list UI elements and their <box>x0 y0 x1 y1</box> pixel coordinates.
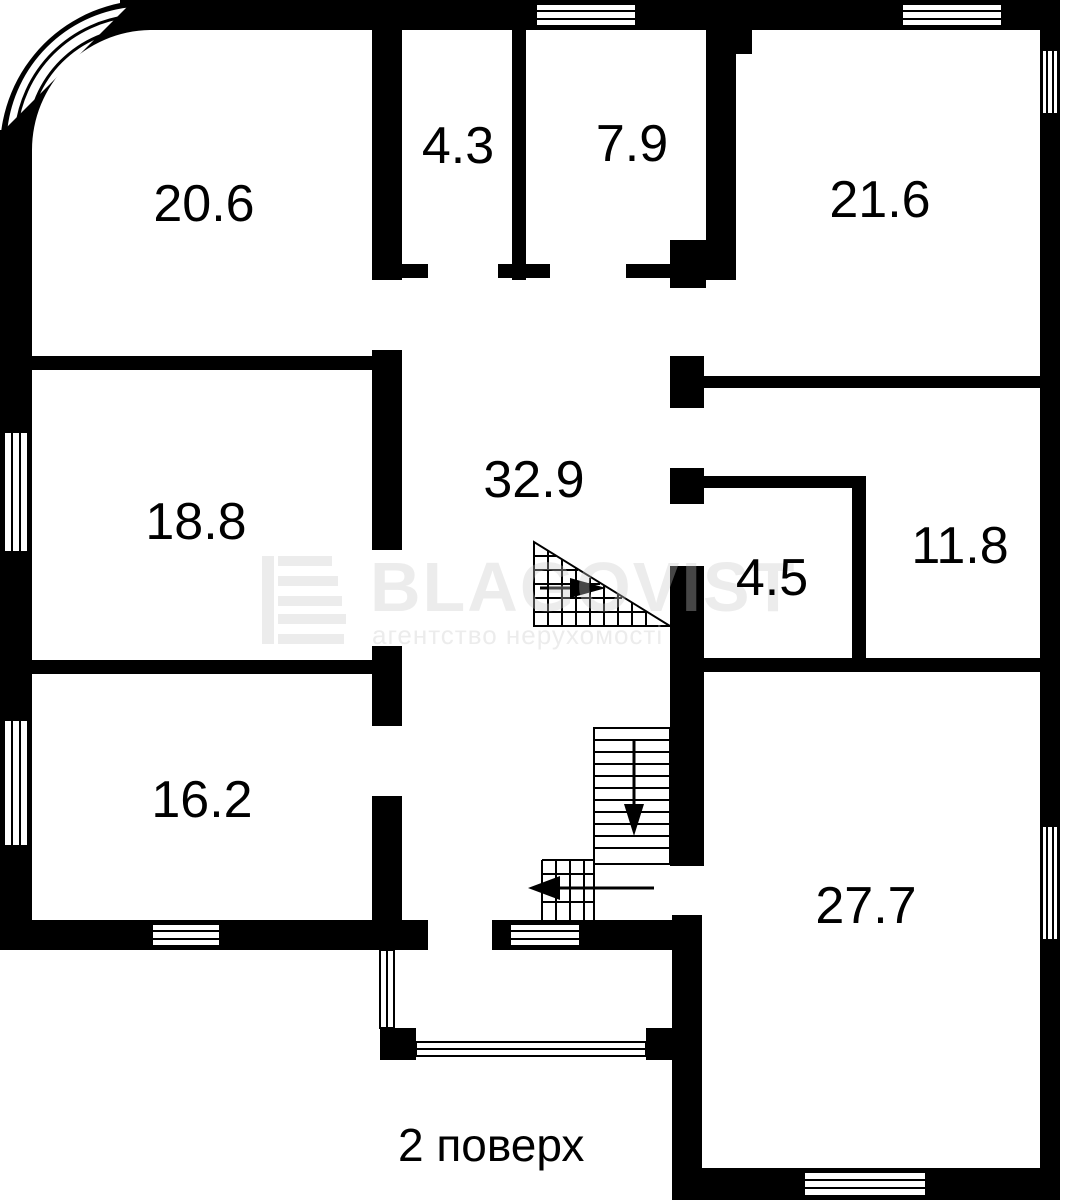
room-area-ne: 21.6 <box>829 171 931 229</box>
room-area-se: 27.7 <box>815 877 917 935</box>
wall-bath-stub-left <box>498 264 550 278</box>
wall-closet1-stub <box>402 264 428 278</box>
room-area-closet-1: 4.3 <box>421 117 495 175</box>
room-area-west-middle: 18.8 <box>145 493 247 551</box>
stair-lower-down-arrow-icon <box>624 804 644 836</box>
wall-se-left <box>672 915 702 1200</box>
pillar-bay-left <box>380 1028 416 1060</box>
wall-east-mid <box>852 658 1040 672</box>
pillar-bay-right <box>646 1028 676 1060</box>
window-bay-front <box>415 1041 647 1057</box>
wall-east-pillar-2 <box>670 468 704 504</box>
window-bottom-3 <box>803 1171 927 1197</box>
window-top-1 <box>535 3 637 27</box>
wall-west-right-upper <box>372 350 402 550</box>
stair-upper <box>533 540 674 627</box>
window-bay-side <box>379 949 395 1029</box>
watermark-logo <box>262 556 346 644</box>
stair-lower <box>541 727 671 920</box>
curved-window <box>4 4 137 137</box>
window-left-2 <box>3 719 29 847</box>
window-bottom-2 <box>509 923 581 947</box>
interior-walls <box>32 30 1040 946</box>
room-area-nw: 20.6 <box>153 175 255 233</box>
room-area-sw: 16.2 <box>151 771 253 829</box>
watermark-name: BLAGOVIST <box>370 548 797 626</box>
wall-ne-pillar <box>670 240 706 288</box>
wall-sw-right <box>372 796 402 946</box>
room-area-hall: 32.9 <box>483 451 585 509</box>
wall-closet2-top <box>704 476 864 488</box>
window-right-2 <box>1041 825 1059 941</box>
wall-curved-corner <box>0 0 150 150</box>
wall-stair-right <box>670 566 704 866</box>
window-top-2 <box>901 3 1003 27</box>
wall-west-right-lower <box>372 646 402 726</box>
wall-west-top <box>32 356 402 370</box>
wall-ne-stub <box>736 30 752 54</box>
window-right-1 <box>1041 49 1059 115</box>
floor-label: 2 поверх <box>398 1119 585 1171</box>
room-area-closet-2: 4.5 <box>735 549 809 607</box>
wall-closet2-bottom <box>700 658 860 672</box>
wall-west-bottom <box>32 660 402 674</box>
window-left-1 <box>3 431 29 553</box>
stair-lower-left-arrow-icon <box>528 876 560 900</box>
room-area-east-middle: 11.8 <box>911 517 1009 575</box>
wall-east-line-1 <box>704 376 1040 388</box>
wall-right <box>1040 0 1060 1200</box>
room-area-bath-1: 7.9 <box>595 115 669 173</box>
wall-bath-right <box>706 30 736 280</box>
wall-closet1-right <box>512 30 526 280</box>
window-bottom-1 <box>151 923 221 947</box>
windows <box>3 3 1059 1197</box>
wall-closet2-right <box>852 476 866 660</box>
wall-east-pillar-1 <box>670 356 704 408</box>
stair-upper-arrow-icon <box>570 578 606 598</box>
watermark-subtitle: агентство нерухомості <box>372 620 664 650</box>
wall-closet1-left <box>372 30 402 280</box>
